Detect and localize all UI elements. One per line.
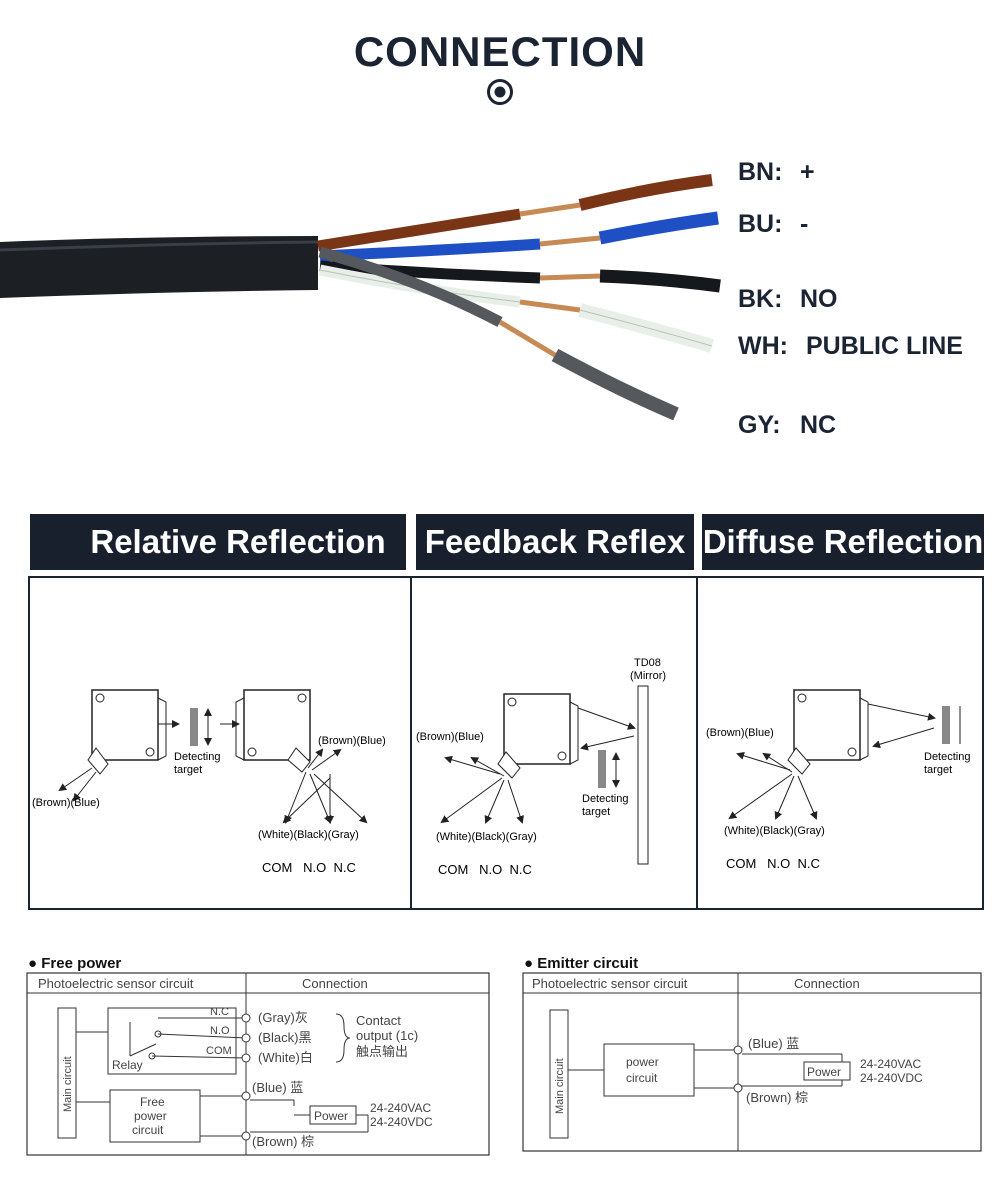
receiver-wires-label: (Brown)(Blue) <box>318 735 386 747</box>
contact-output-1: Contact <box>356 1013 401 1028</box>
blue-wire <box>319 238 541 262</box>
sensor-wires-label: (Brown)(Blue) <box>706 727 774 739</box>
detecting-target-icon <box>598 750 606 788</box>
voltage-ac: 24-240VAC <box>860 1057 921 1071</box>
target-label-1: Detecting <box>924 751 970 763</box>
terminal-labels: COM N.O N.C <box>262 860 356 875</box>
main-circuit-label: Main circuit <box>554 1058 566 1114</box>
feedback-reflex-diagram: TD08 (Mirror) (Brown)(Blue) Detecting ta… <box>416 657 666 877</box>
wire-legend-bk: BK:NO <box>738 285 838 313</box>
black-wire <box>319 260 541 284</box>
header-diffuse-reflection: Diffuse Reflection <box>702 514 984 570</box>
brown-wire-label: (Brown) 棕 <box>252 1134 314 1149</box>
diffuse-reflection-diagram: Detecting target (Brown)(Blue) (White)(B… <box>706 689 970 871</box>
contact-output-3: 触点输出 <box>356 1044 408 1059</box>
terminal-labels: COM N.O N.C <box>726 856 820 871</box>
relay-label: Relay <box>112 1058 143 1072</box>
power-circuit-label-3: circuit <box>132 1123 164 1137</box>
col-connection-header: Connection <box>794 976 860 991</box>
receiver-sensor-icon <box>235 689 311 773</box>
com-label: COM <box>206 1045 232 1057</box>
output-wires-label: (White)(Black)(Gray) <box>724 825 825 837</box>
sensor-wires-label: (Brown)(Blue) <box>416 731 484 743</box>
bullseye-icon <box>487 79 513 105</box>
col-connection-header: Connection <box>302 976 368 991</box>
panel-diffuse-reflection: Detecting target (Brown)(Blue) (White)(B… <box>696 576 984 910</box>
header-relative-reflection: Relative Reflection <box>30 514 406 570</box>
emitter-sensor-icon <box>87 689 167 775</box>
gray-wire-label: (Gray)灰 <box>258 1010 308 1025</box>
mirror-label-2: (Mirror) <box>630 670 666 682</box>
wire-legend-bn: BN:+ <box>738 158 815 186</box>
wire-legend-gy: GY:NC <box>738 411 837 439</box>
white-wire-label: (White)白 <box>258 1050 313 1065</box>
emitter-circuit-title: ● Emitter circuit <box>524 955 639 972</box>
emitter-circuit-diagram: Photoelectric sensor circuit Connection … <box>522 972 982 1152</box>
blue-wire-label: (Blue) 蓝 <box>252 1080 303 1095</box>
detecting-target-icon <box>942 706 950 744</box>
sensor-icon <box>787 689 869 775</box>
free-power-circuit-diagram: Photoelectric sensor circuit Connection … <box>26 972 490 1156</box>
brown-wire-label: (Brown) 棕 <box>746 1090 808 1105</box>
wire-legend-bu: BU:- <box>738 210 809 238</box>
terminal-labels: COM N.O N.C <box>438 862 532 877</box>
no-label: N.O <box>210 1025 230 1037</box>
power-label: Power <box>807 1065 841 1079</box>
brown-wire <box>317 208 521 252</box>
cable-illustration <box>0 174 721 421</box>
target-label-2: target <box>924 764 952 776</box>
free-power-title: ● Free power <box>28 955 122 972</box>
wire-legend-wh: WH:PUBLIC LINE <box>738 332 963 360</box>
gray-wire <box>318 246 503 327</box>
col-sensor-header: Photoelectric sensor circuit <box>532 976 688 991</box>
sensor-icon <box>497 693 579 779</box>
relative-reflection-diagram: (Brown)(Blue) Detecting target (Brown)(B… <box>32 689 386 875</box>
panel-relative-reflection: (Brown)(Blue) Detecting target (Brown)(B… <box>28 576 412 910</box>
detecting-target-icon <box>190 708 198 746</box>
contact-output-2: output (1c) <box>356 1028 418 1043</box>
target-label-1: Detecting <box>174 751 220 763</box>
panel-feedback-reflex: TD08 (Mirror) (Brown)(Blue) Detecting ta… <box>410 576 698 910</box>
voltage-dc: 24-240VDC <box>860 1071 923 1085</box>
voltage-ac: 24-240VAC <box>370 1101 431 1115</box>
main-circuit-label: Main circuit <box>62 1056 74 1112</box>
target-label-2: target <box>582 806 610 818</box>
target-label-1: Detecting <box>582 793 628 805</box>
power-circuit-label-2: circuit <box>626 1071 658 1085</box>
mirror-icon <box>637 685 649 865</box>
power-circuit-label-1: Free <box>140 1095 165 1109</box>
power-label: Power <box>314 1109 348 1123</box>
header-feedback-reflex: Feedback Reflex <box>416 514 694 570</box>
power-circuit-label-1: power <box>626 1055 659 1069</box>
target-label-2: target <box>174 764 202 776</box>
output-wires-label: (White)(Black)(Gray) <box>258 829 359 841</box>
power-circuit-label-2: power <box>134 1109 167 1123</box>
output-wires-label: (White)(Black)(Gray) <box>436 831 537 843</box>
col-sensor-header: Photoelectric sensor circuit <box>38 976 194 991</box>
blue-wire-label: (Blue) 蓝 <box>748 1036 799 1051</box>
page-title: CONNECTION <box>353 28 647 75</box>
voltage-dc: 24-240VDC <box>370 1115 433 1129</box>
mirror-label-1: TD08 <box>634 657 661 669</box>
black-wire-label: (Black)黑 <box>258 1030 311 1045</box>
emitter-wires-label: (Brown)(Blue) <box>32 797 100 809</box>
nc-label: N.C <box>210 1006 229 1018</box>
